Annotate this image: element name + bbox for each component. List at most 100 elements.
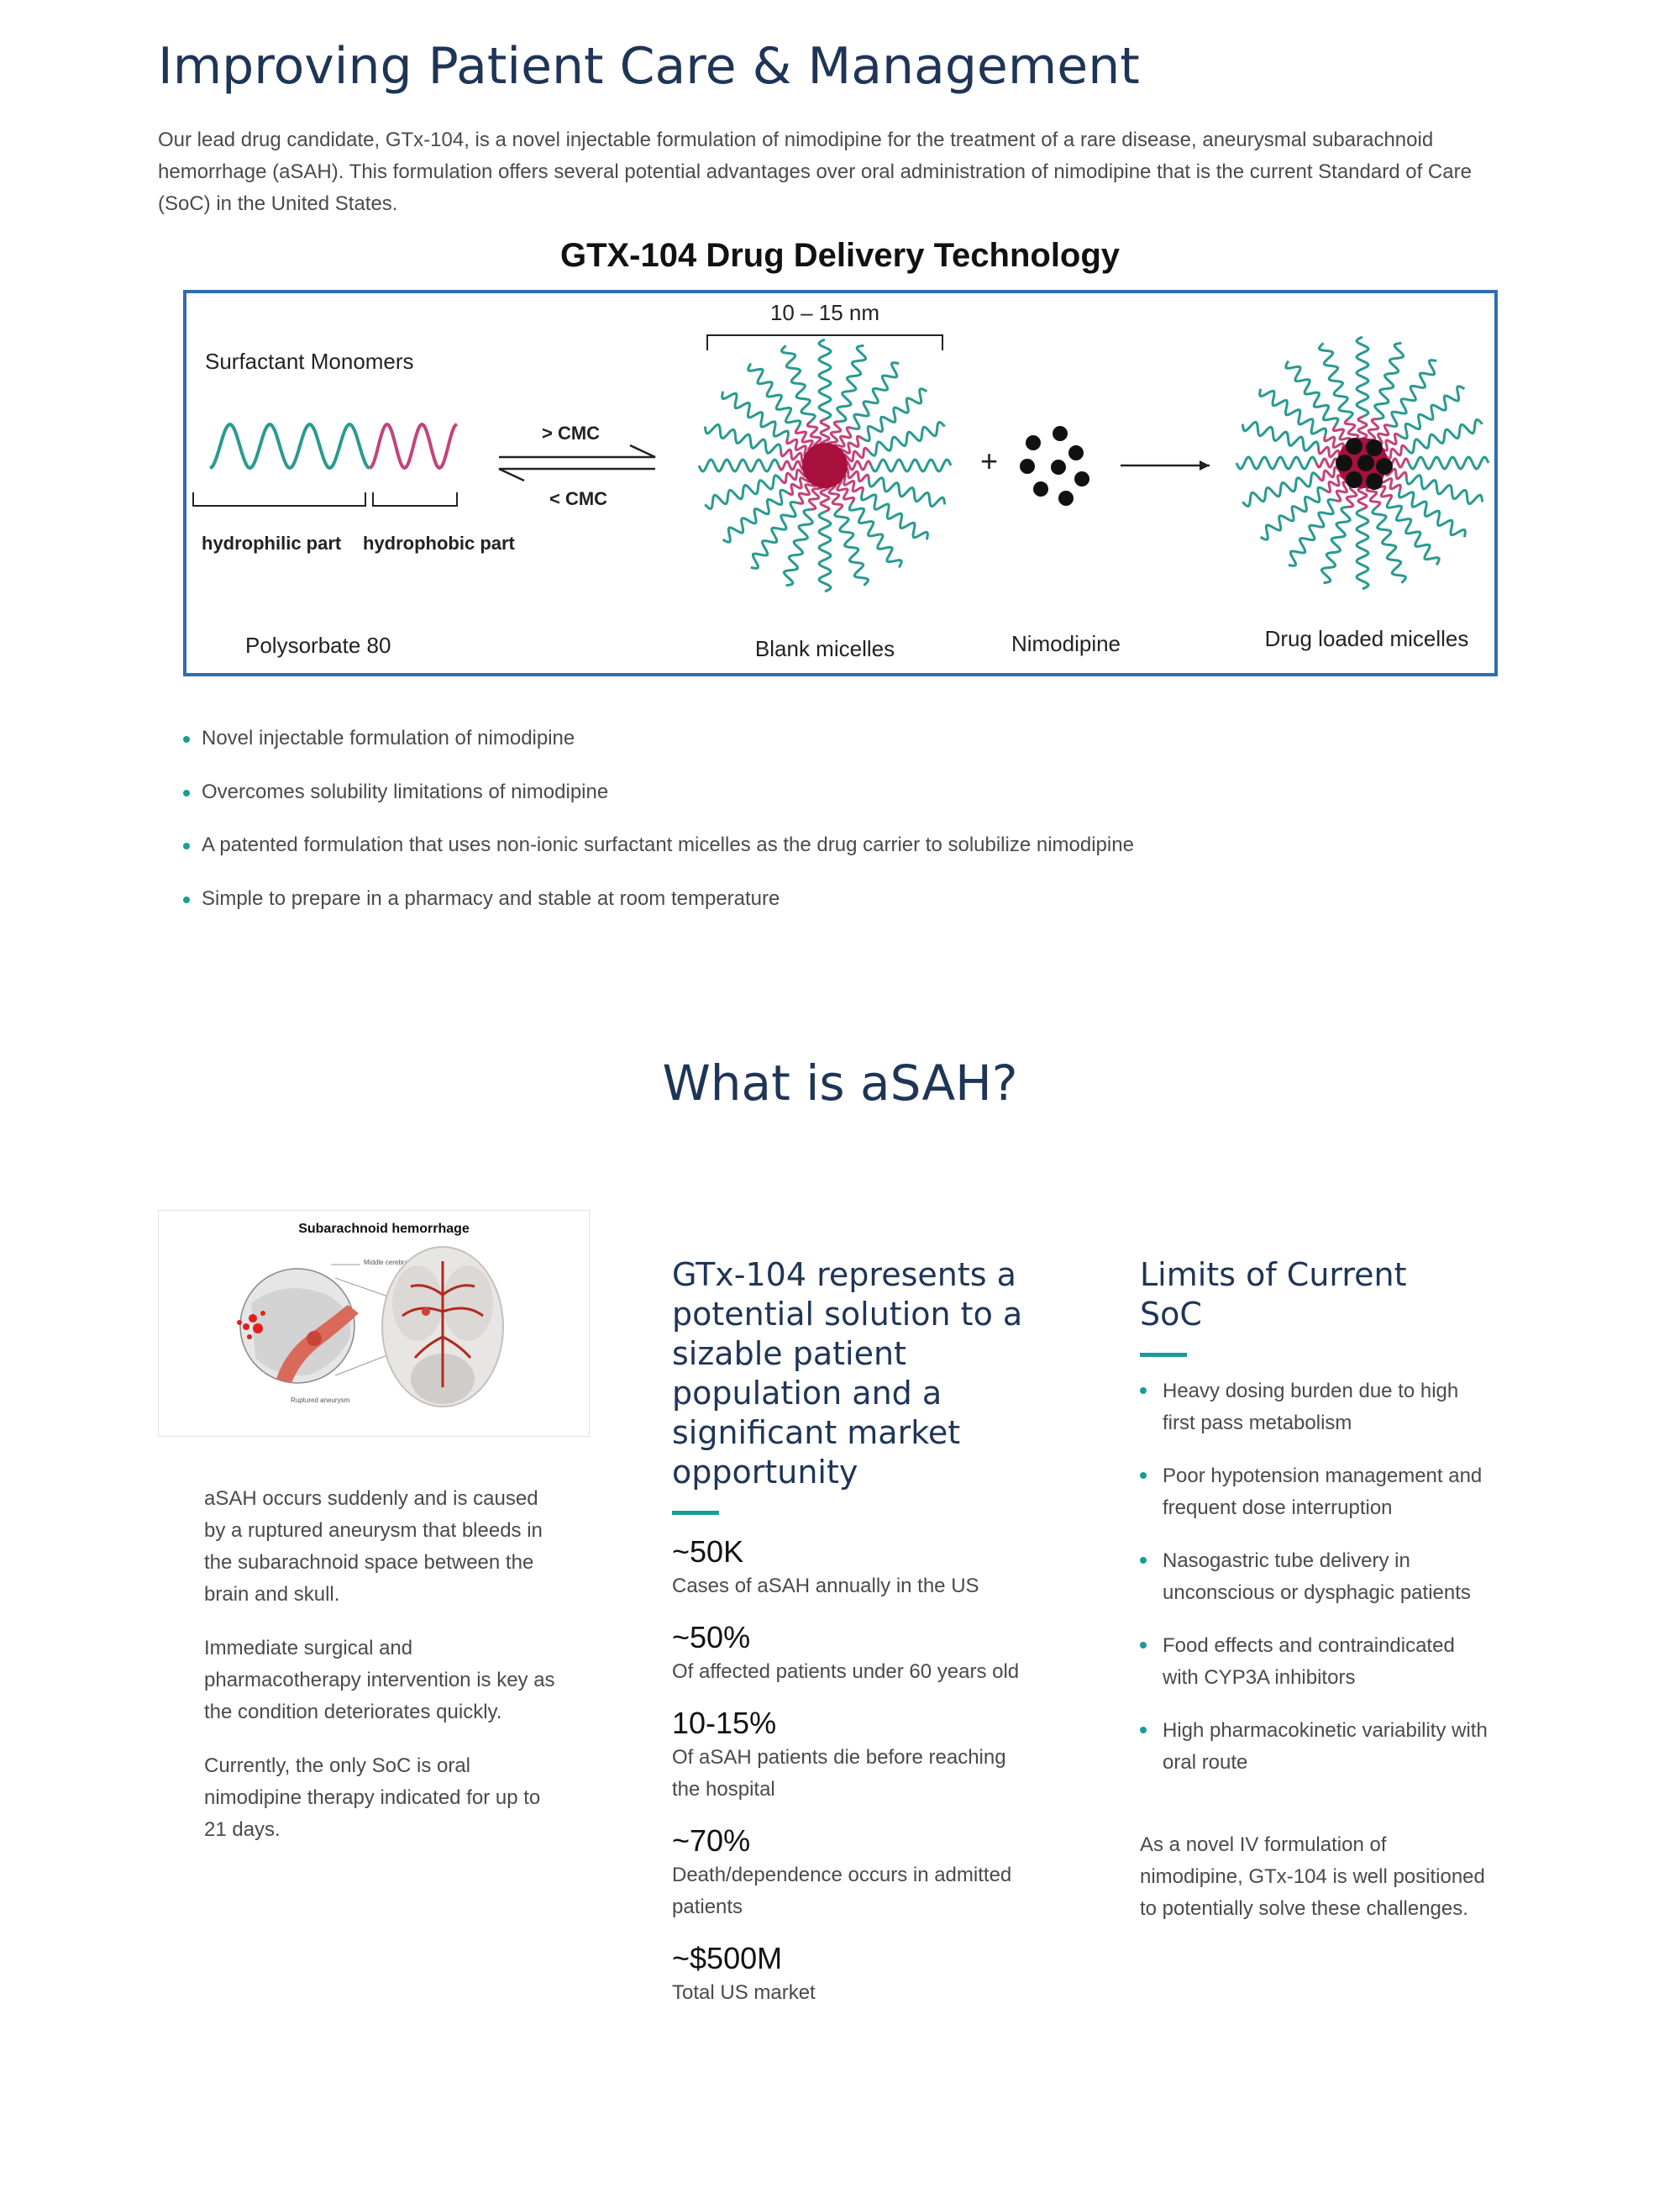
feature-item: Simple to prepare in a pharmacy and stab… (183, 885, 1134, 939)
loaded-drug-molecule (1366, 439, 1383, 456)
micelle-hydrophilic-head (697, 458, 780, 473)
micelle-hydrophilic-head (1259, 486, 1326, 541)
aneurysm-label: Ruptured aneurysm (291, 1396, 350, 1404)
hydrophilic-label: hydrophilic part (202, 533, 342, 554)
micelle-hydrophilic-head (704, 474, 782, 511)
micelle-core (802, 443, 848, 488)
micelle-hydrophilic-head (1405, 418, 1483, 455)
micelle-hydrophilic-head (1241, 420, 1320, 452)
blank-micelle (697, 338, 953, 593)
stat-description: Death/dependence occurs in admitted pati… (672, 1864, 1012, 1918)
micelle-hydrophilic-head (836, 344, 868, 423)
feature-text: Simple to prepare in a pharmacy and stab… (202, 886, 780, 910)
page-title: Improving Patient Care & Management (158, 37, 1140, 96)
surfactant-label: Surfactant Monomers (205, 349, 414, 374)
micelle-hydrophilic-head (1389, 359, 1437, 429)
micelle-hydrophilic-head (869, 458, 953, 473)
micelle-hydrophilic-head (747, 362, 802, 429)
limit-text: High pharmacokinetic variability with or… (1163, 1719, 1488, 1774)
blank-micelles-label: Blank micelles (755, 636, 895, 661)
vessels (402, 1261, 484, 1387)
micelle-hydrophilic-head (1242, 471, 1320, 508)
forward-arrow (499, 444, 656, 459)
micelle-hydrophilic-head (859, 492, 929, 540)
stat-description: Cases of aSAH annually in the US (672, 1575, 979, 1597)
micelle-hydrophilic-head (867, 476, 947, 508)
bullet-dot (183, 843, 190, 849)
diagram-title: GTX-104 Drug Delivery Technology (559, 237, 1121, 274)
limit-text: Nasogastric tube delivery in unconscious… (1163, 1549, 1471, 1604)
hydrophobic-wave (369, 422, 458, 471)
stat-item: 10-15% Of aSAH patients die before reach… (672, 1705, 1025, 1806)
limit-item: High pharmacokinetic variability with or… (1140, 1715, 1493, 1779)
bullet-dot (1140, 1472, 1147, 1479)
loaded-drug-molecule (1366, 473, 1383, 490)
micelle-hydrophilic-head (750, 500, 799, 570)
stat-value: ~$500M (672, 1941, 783, 1975)
brain-tissue (251, 1288, 351, 1375)
asah-paragraph: Currently, the only SoC is oral nimodipi… (204, 1754, 541, 1841)
limit-item: Food effects and contraindicated with CY… (1140, 1630, 1493, 1694)
stat-value: ~70% (672, 1823, 751, 1858)
opportunity-heading: GTx-104 represents a potential solution … (672, 1256, 1023, 1491)
section-title-asah: What is aSAH? (662, 1054, 1018, 1112)
loaded-drug-molecule (1336, 455, 1352, 471)
limits-heading: Limits of Current SoC (1140, 1256, 1407, 1333)
loaded-drug-molecule (1346, 471, 1362, 488)
brain-lobe-left (392, 1265, 443, 1341)
hydrophobic-bracket (372, 492, 458, 507)
artery-label: Middle cerebral artery (364, 1259, 428, 1266)
reverse-arrow (498, 467, 655, 482)
stat-value: ~50K (672, 1534, 744, 1569)
micelle-hydrophilic-head (868, 420, 946, 457)
limit-item: Heavy dosing burden due to high first pa… (1140, 1375, 1493, 1439)
brain-lobe-right (443, 1265, 493, 1341)
micelle-hydrophilic-head (817, 338, 832, 421)
limits-list: Heavy dosing burden due to high first pa… (1140, 1375, 1493, 1779)
nimodipine-molecules (1020, 426, 1089, 506)
polysorbate-label: Polysorbate 80 (245, 633, 391, 658)
reaction-arrow-head (1200, 460, 1210, 471)
micelle-hydrophilic-head (721, 391, 790, 439)
feature-item: Overcomes solubility limitations of nimo… (183, 778, 1134, 832)
bleed-spots (237, 1311, 265, 1339)
asah-paragraph: aSAH occurs suddenly and is caused by a … (204, 1487, 543, 1606)
micelle-hydrophilic-head (1235, 455, 1318, 471)
brain-illustration: Subarachnoid hemorrhage Middle cerebral … (237, 1222, 504, 1407)
micelle-hydrophilic-head (1397, 489, 1467, 538)
micelle-hydrophilic-head (1320, 505, 1352, 585)
subarachnoid-hemorrhage-image: Subarachnoid hemorrhage Middle cerebral … (158, 1210, 590, 1437)
accent-bar (672, 1511, 719, 1515)
micelle-hydrophilic-head (1385, 499, 1441, 566)
diagram-canvas: Surfactant Monomers hydrophilic part hyd… (192, 300, 1490, 661)
limit-text: Poor hypotension management and frequent… (1163, 1465, 1483, 1519)
feature-item: A patented formulation that uses non-ion… (183, 831, 1134, 885)
limit-text: Food effects and contraindicated with CY… (1163, 1634, 1455, 1689)
hydrophobic-label: hydrophobic part (363, 533, 516, 554)
loaded-micelles-label: Drug loaded micelles (1265, 626, 1469, 651)
micelle-hydrophilic-head (1407, 455, 1490, 471)
feature-text: Novel injectable formulation of nimodipi… (202, 727, 575, 749)
hydrophilic-wave (209, 422, 370, 471)
size-label: 10 – 15 nm (770, 300, 879, 325)
limits-column: Limits of Current SoC Heavy dosing burde… (1140, 1255, 1493, 1925)
loaded-drug-molecule (1376, 458, 1393, 475)
micelle-hydrophilic-head (1288, 497, 1336, 567)
hydrophilic-bracket (192, 492, 366, 507)
limit-item: Poor hypotension management and frequent… (1140, 1460, 1493, 1524)
stat-description: Total US market (672, 1981, 816, 2004)
opportunity-column: GTx-104 represents a potential solution … (672, 1255, 1025, 2009)
nimodipine-label: Nimodipine (1011, 631, 1121, 656)
micelle-hydrophilic-head (1258, 388, 1328, 437)
micelle-hydrophilic-head (1284, 360, 1340, 427)
micelle-hydrophilic-head (1355, 335, 1370, 418)
micelle-hydrophilic-head (1317, 342, 1354, 420)
aneurysm-marker (422, 1307, 430, 1316)
intro-paragraph: Our lead drug candidate, GTx-104, is a n… (158, 129, 1472, 215)
micelle-hydrophilic-head (1373, 341, 1405, 421)
micelle-hydrophilic-head (833, 508, 870, 586)
bullet-dot (183, 896, 190, 903)
micelle-hydrophilic-head (817, 510, 832, 593)
size-bracket (706, 334, 943, 350)
micelle-hydrophilic-head (722, 488, 789, 544)
